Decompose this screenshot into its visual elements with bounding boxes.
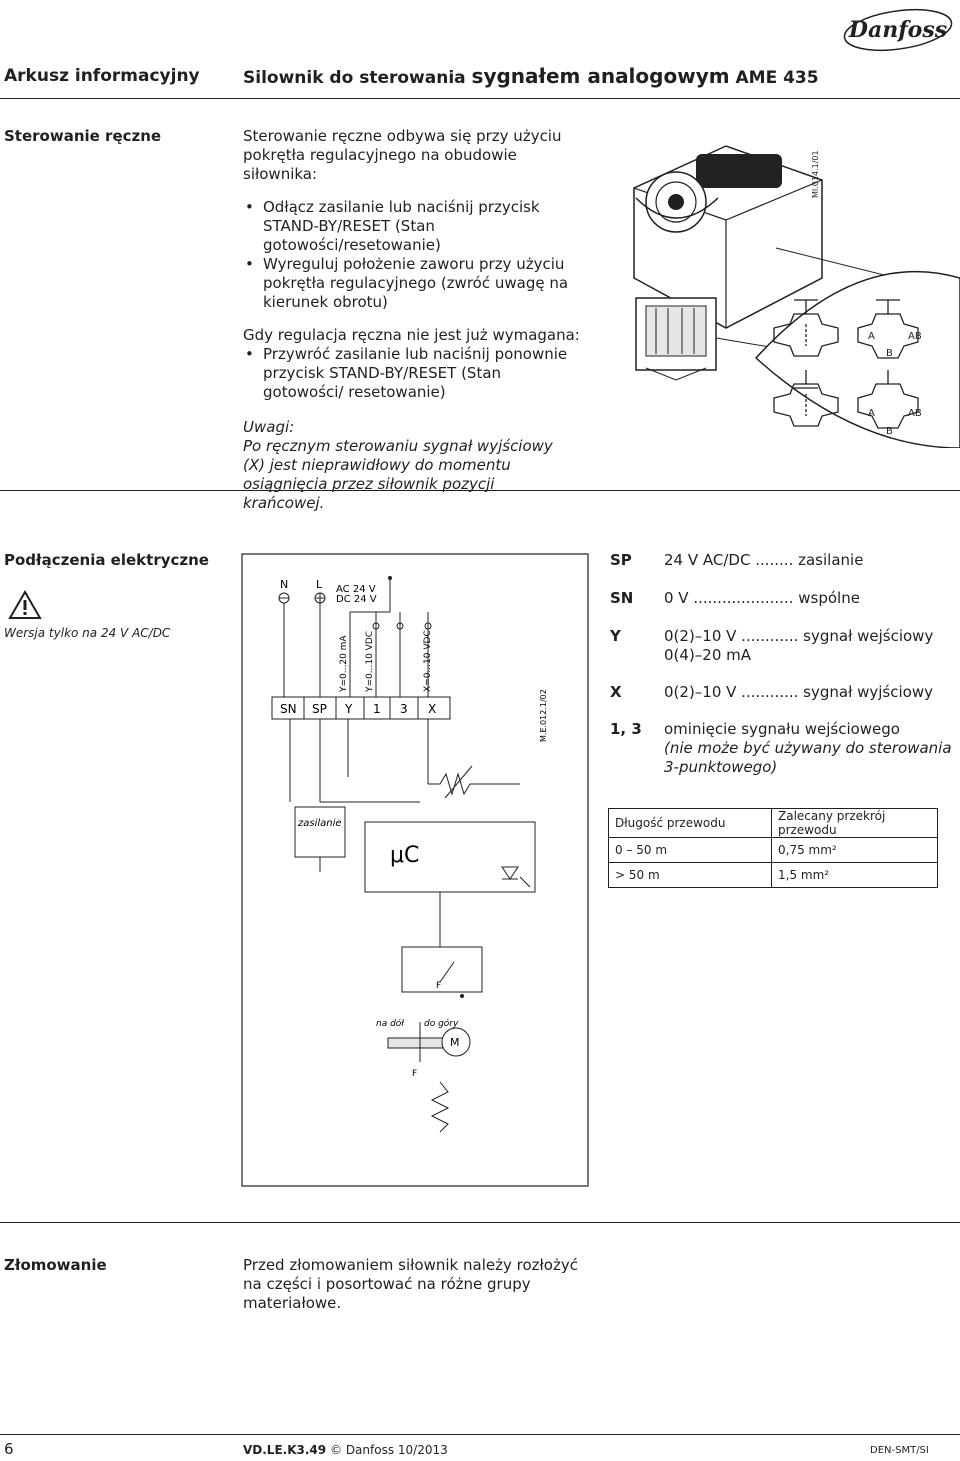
section-rule bbox=[0, 1222, 960, 1223]
manual-after-steps: Przywróć zasilanie lub naciśnij ponownie… bbox=[243, 345, 583, 402]
svg-text:μC: μC bbox=[390, 843, 419, 868]
note-title: Uwagi: bbox=[243, 418, 295, 436]
signal-desc: 0(2)–10 V ............ sygnał wejściowy bbox=[664, 627, 934, 645]
manual-step: Odłącz zasilanie lub naciśnij przycisk S… bbox=[243, 198, 583, 255]
table-cell: 0,75 mm² bbox=[771, 837, 938, 863]
svg-text:M.E.012.1/02: M.E.012.1/02 bbox=[539, 689, 548, 742]
svg-text:AB: AB bbox=[908, 331, 922, 342]
svg-text:Y=0...10 VDC: Y=0...10 VDC bbox=[365, 631, 375, 693]
svg-text:L: L bbox=[316, 578, 323, 591]
signal-desc-note: 3-punktowego) bbox=[664, 758, 778, 776]
svg-text:AC 24 V: AC 24 V bbox=[336, 584, 376, 595]
svg-text:N: N bbox=[280, 578, 288, 591]
signal-desc-note: (nie może być używany do sterowania bbox=[664, 739, 952, 757]
svg-text:X: X bbox=[428, 702, 436, 716]
svg-text:SN: SN bbox=[280, 702, 297, 716]
note-text: Po ręcznym sterowaniu sygnał wyjściowy (… bbox=[243, 437, 553, 512]
svg-text:AB: AB bbox=[908, 408, 922, 419]
document-type: Arkusz informacyjny bbox=[4, 66, 200, 86]
document-code: VD.LE.K3.49 bbox=[243, 1443, 327, 1457]
manual-after-step: Przywróć zasilanie lub naciśnij ponownie… bbox=[243, 345, 583, 402]
signal-key: SP bbox=[610, 551, 632, 569]
svg-text:F: F bbox=[412, 1069, 417, 1079]
manual-intro: Sterowanie ręczne odbywa się przy użyciu… bbox=[243, 127, 562, 183]
table-header: Długość przewodu bbox=[608, 808, 772, 838]
svg-text:DC 24 V: DC 24 V bbox=[336, 594, 377, 605]
page-title: Silownik do sterowania sygnałem analogow… bbox=[243, 64, 819, 88]
manual-text: Sterowanie ręczne odbywa się przy użyciu… bbox=[243, 127, 583, 513]
svg-text:X=0...10 VDC: X=0...10 VDC bbox=[423, 630, 433, 692]
section-rule bbox=[0, 490, 960, 491]
svg-text:do góry: do góry bbox=[424, 1018, 459, 1029]
table-header-row: Długość przewodu Zalecany przekrój przew… bbox=[608, 808, 938, 838]
svg-text:A: A bbox=[868, 331, 875, 342]
table-row: > 50 m 1,5 mm² bbox=[608, 862, 938, 888]
cable-table: Długość przewodu Zalecany przekrój przew… bbox=[608, 808, 938, 888]
table-cell: 1,5 mm² bbox=[771, 862, 938, 888]
header-rule bbox=[0, 98, 960, 99]
warning-icon bbox=[8, 590, 42, 619]
warning-text: Wersja tylko na 24 V AC/DC bbox=[4, 626, 171, 640]
svg-text:3: 3 bbox=[400, 702, 408, 716]
svg-text:A: A bbox=[868, 408, 875, 419]
department-code: DEN-SMT/SI bbox=[870, 1445, 929, 1456]
svg-text:MI.014.1/01: MI.014.1/01 bbox=[811, 150, 820, 198]
signal-desc: 0(4)–20 mA bbox=[664, 646, 752, 664]
svg-text:zasilanie: zasilanie bbox=[297, 818, 342, 829]
table-row: 0 – 50 m 0,75 mm² bbox=[608, 837, 938, 863]
section-label-electrical: Podłączenia elektryczne bbox=[4, 551, 209, 569]
table-cell: 0 – 50 m bbox=[608, 837, 772, 863]
manual-step: Wyreguluj położenie zaworu przy użyciu p… bbox=[243, 255, 583, 312]
svg-text:na dół: na dół bbox=[376, 1018, 404, 1029]
manual-after-title: Gdy regulacja ręczna nie jest już wymaga… bbox=[243, 326, 580, 344]
signal-desc: ominięcie sygnału wejściowego bbox=[664, 720, 900, 738]
svg-text:Y=0...20 mA: Y=0...20 mA bbox=[339, 635, 349, 693]
wiring-diagram: N L AC 24 V DC 24 V Y=0...20 mA Y=0...10… bbox=[241, 553, 589, 1187]
svg-text:Danfoss: Danfoss bbox=[848, 17, 947, 43]
svg-text:Y: Y bbox=[344, 702, 353, 716]
table-header: Zalecany przekrój przewodu bbox=[771, 808, 938, 838]
svg-text:M: M bbox=[450, 1036, 460, 1049]
svg-text:B: B bbox=[886, 348, 893, 359]
signal-key: 1, 3 bbox=[610, 720, 642, 738]
danfoss-logo: Danfoss bbox=[843, 8, 953, 52]
svg-text:F: F bbox=[436, 981, 441, 991]
signal-desc: 0(2)–10 V ............ sygnał wyjściowy bbox=[664, 683, 933, 701]
footer-rule bbox=[0, 1434, 960, 1435]
section-label-manual: Sterowanie ręczne bbox=[4, 127, 162, 145]
table-cell: > 50 m bbox=[608, 862, 772, 888]
signal-key: X bbox=[610, 683, 622, 701]
svg-text:B: B bbox=[886, 426, 893, 437]
page-number: 6 bbox=[4, 1440, 14, 1458]
signal-key: SN bbox=[610, 589, 634, 607]
section-label-disposal: Złomowanie bbox=[4, 1256, 107, 1274]
disposal-text: Przed złomowaniem siłownik należy rozłoż… bbox=[243, 1256, 578, 1312]
actuator-figure: MI.014.1/01 A AB B A AB B bbox=[633, 145, 960, 448]
signal-desc: 0 V ..................... wspólne bbox=[664, 589, 860, 607]
signal-desc: 24 V AC/DC ........ zasilanie bbox=[664, 551, 864, 569]
copyright: © Danfoss 10/2013 bbox=[330, 1443, 448, 1457]
signal-key: Y bbox=[610, 627, 621, 645]
manual-steps: Odłącz zasilanie lub naciśnij przycisk S… bbox=[243, 198, 583, 312]
svg-text:1: 1 bbox=[373, 702, 381, 716]
svg-text:SP: SP bbox=[312, 702, 327, 716]
